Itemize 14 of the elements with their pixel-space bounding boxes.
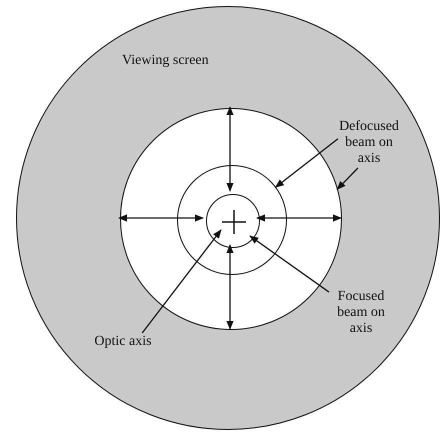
double-arrow — [226, 106, 234, 192]
double-arrow — [226, 244, 234, 330]
leader-line — [142, 229, 222, 334]
double-arrow — [256, 214, 342, 222]
leader-line — [274, 138, 338, 188]
beam-circle — [206, 194, 260, 248]
screen-label: Viewing screen — [122, 53, 209, 69]
callout-label: Focused beam on axis — [330, 289, 392, 339]
double-arrow — [118, 214, 204, 222]
leader-line — [249, 236, 330, 293]
cross-mark — [222, 210, 246, 234]
callout-label: Optic axis — [83, 334, 163, 352]
callout-label: Defocused beam on axis — [339, 119, 399, 169]
leader-line — [336, 168, 358, 190]
